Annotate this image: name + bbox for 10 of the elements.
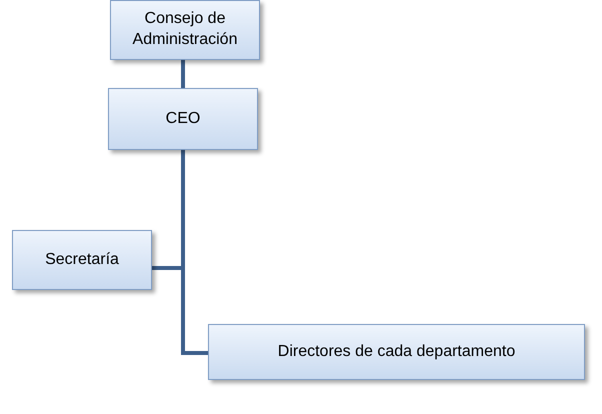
box-label: Consejo de Administración	[132, 9, 238, 50]
connector-line	[181, 60, 185, 88]
org-box	[208, 324, 585, 380]
box-label: CEO	[166, 108, 200, 129]
connector-line	[181, 150, 208, 355]
org-box	[12, 230, 152, 290]
box-label: Directores de cada departamento	[278, 342, 516, 362]
org-box	[110, 0, 260, 60]
box-label: Secretaría	[45, 250, 119, 270]
org-box	[108, 88, 258, 150]
